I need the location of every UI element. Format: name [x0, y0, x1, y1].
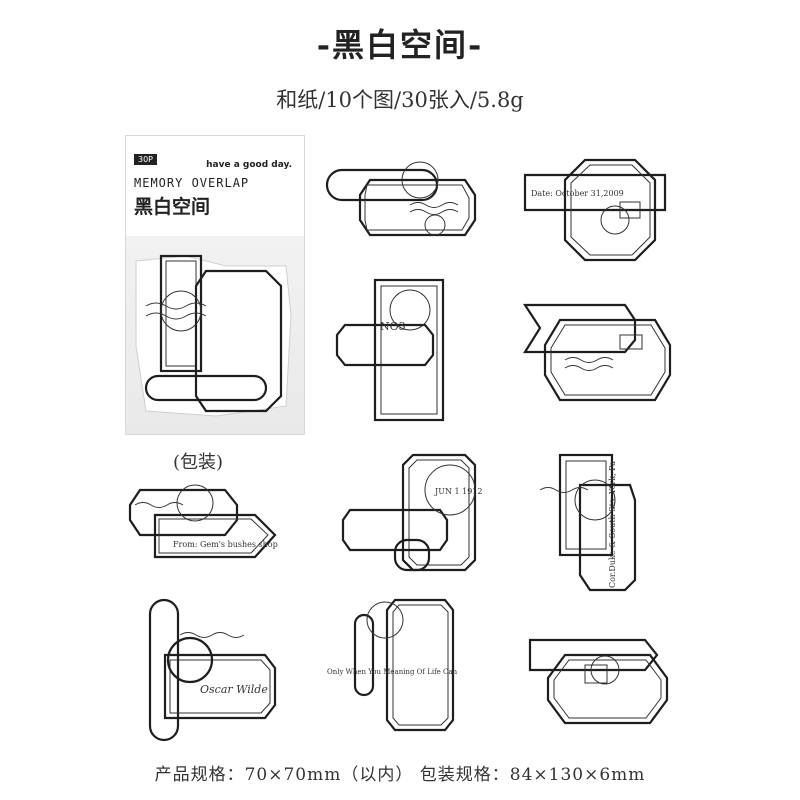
- product-spec: 产品规格：70×70mm（以内） 包装规格：84×130×6mm: [154, 765, 646, 785]
- sticker-11: Only When You Meaning Of Life Can: [315, 590, 495, 745]
- sticker-10: Oscar Wilde: [125, 590, 305, 745]
- sticker-5-number: NO3: [380, 320, 406, 333]
- page-title: -黑白空间-: [316, 26, 484, 64]
- sticker-9-address: Cor.Duke & South Sts. York, Pa: [608, 461, 617, 588]
- sticker-9: Cor.Duke & South Sts. York, Pa: [505, 450, 685, 605]
- sticker-10-signature: Oscar Wilde: [200, 683, 268, 696]
- package-caption: (包装): [173, 452, 224, 473]
- sticker-11-quote: Only When You Meaning Of Life Can: [327, 668, 458, 676]
- package-count-badge: 30P: [134, 154, 158, 165]
- sticker-2-date-text: Date: October 31,2009: [531, 189, 624, 198]
- package-series-en: MEMORY OVERLAP: [134, 176, 250, 190]
- sticker-8-date: JUN 1 1912: [434, 487, 482, 496]
- sticker-8: JUN 1 1912: [315, 450, 495, 605]
- page-subtitle: 和纸/10个图/30张入/5.8g: [276, 88, 524, 112]
- package-header: 30P have a good day. MEMORY OVERLAP 黑白空间: [126, 136, 304, 236]
- sticker-12: [505, 600, 685, 755]
- sticker-7: From: Gem's bushes shop: [125, 465, 305, 620]
- package-series-cn: 黑白空间: [134, 196, 211, 218]
- sticker-1: [315, 140, 495, 295]
- sticker-7-from-text: From: Gem's bushes shop: [173, 540, 278, 549]
- sticker-5: NO3: [315, 275, 495, 430]
- sticker-2: Date: October 31,2009: [505, 140, 685, 295]
- package-tagline: have a good day.: [206, 160, 292, 170]
- sticker-6: [505, 290, 685, 445]
- package-stickers-illustration: [135, 254, 292, 417]
- product-package: 30P have a good day. MEMORY OVERLAP 黑白空间: [125, 135, 305, 435]
